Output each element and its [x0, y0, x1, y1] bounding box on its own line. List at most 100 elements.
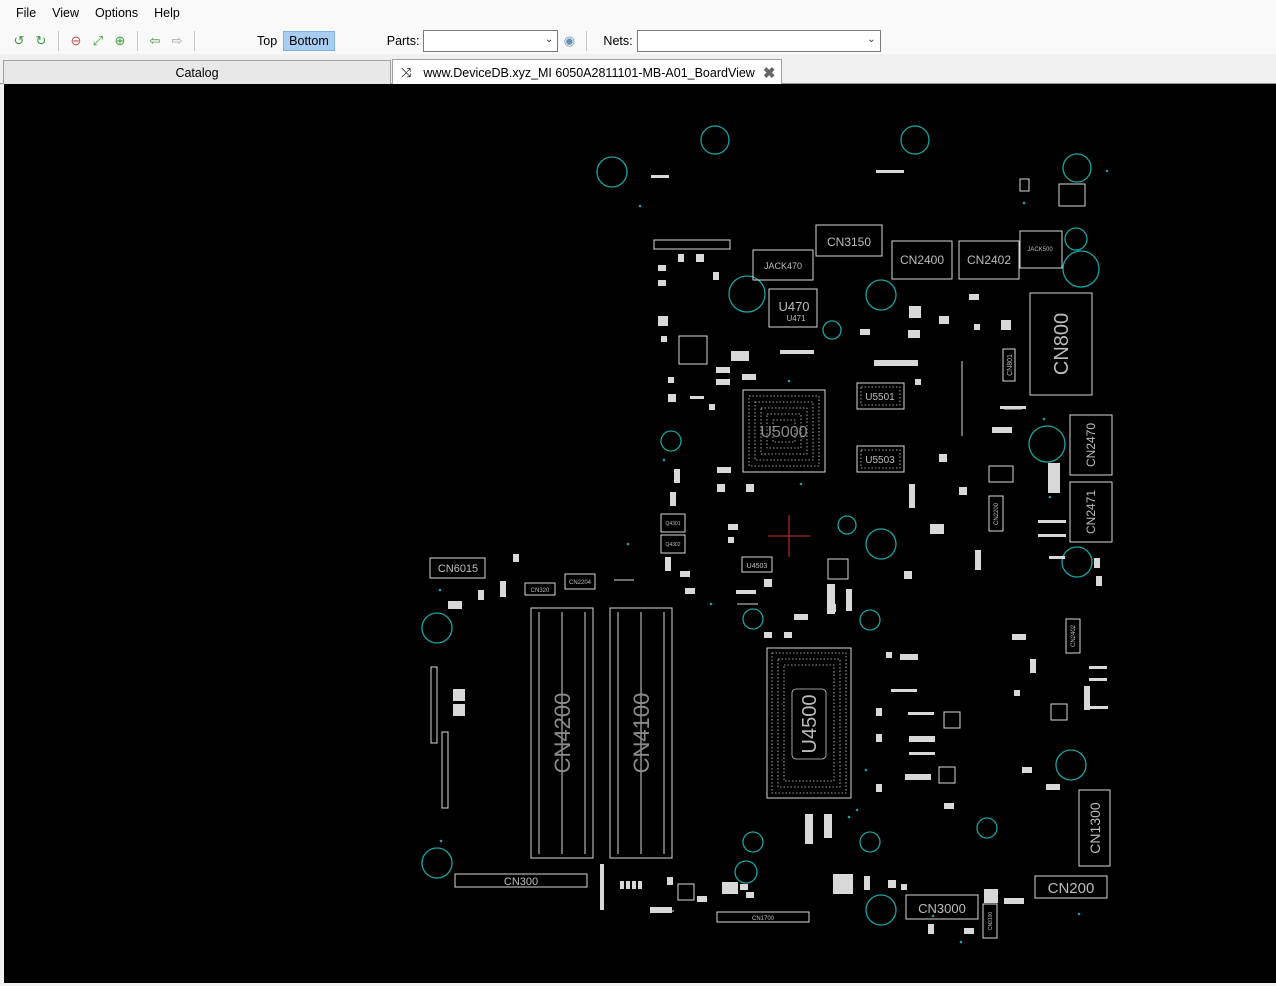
menu-bar: File View Options Help [0, 0, 1276, 27]
via-dots [438, 169, 1109, 944]
forward-arrow-icon[interactable]: ⇨ [171, 32, 183, 48]
ic-small [678, 335, 708, 365]
tab-strip: Catalog ⤨ www.DeviceDB.xyz_MI 6050A28111… [0, 54, 1276, 85]
parts-label: Parts: [386, 33, 420, 48]
tab-catalog[interactable]: Catalog [3, 60, 391, 84]
back-arrow-icon[interactable]: ⇦ [149, 32, 161, 48]
menu-view[interactable]: View [52, 6, 80, 20]
nets-combo[interactable]: ⌄ [636, 29, 881, 52]
mounting-hole [742, 608, 764, 630]
mounting-hole [859, 609, 881, 631]
menu-file[interactable]: File [16, 6, 37, 20]
u5000-ball-grid [748, 395, 820, 467]
ic-small [1019, 178, 1030, 192]
u5000-outline [742, 389, 826, 473]
component-outlines [429, 178, 1113, 939]
rotate-right-icon[interactable]: ↻ [35, 32, 47, 48]
cn2204-outline [564, 573, 596, 590]
label-cn2200: CN2200 [994, 502, 1000, 525]
mounting-hole [728, 275, 766, 313]
zoom-in-icon[interactable]: ⊕ [114, 32, 126, 48]
zoom-out-icon[interactable]: ⊖ [70, 32, 82, 48]
chevron-down-icon: ⌄ [867, 33, 876, 45]
label-cn2204: CN2204 [569, 580, 592, 586]
mounting-hole [421, 847, 453, 879]
cn801-outline [1002, 348, 1016, 382]
ic-small [943, 711, 961, 729]
toolbar-separator [194, 30, 195, 51]
cn1700-outline [716, 911, 810, 923]
cn6015-outline [429, 557, 486, 579]
label-q4301: Q4301 [665, 521, 680, 527]
mounting-hole [1055, 749, 1087, 781]
mounting-hole [1062, 250, 1100, 288]
side-bottom-button[interactable]: Bottom [283, 30, 335, 51]
mounting-hole [660, 430, 682, 452]
ic-small [677, 883, 695, 901]
cn800-outline [1029, 292, 1093, 396]
tab-boardview[interactable]: ⤨ www.DeviceDB.xyz_MI 6050A2811101-MB-A0… [392, 59, 782, 85]
label-cn4200: CN4200 [550, 693, 575, 774]
mounting-hole [865, 279, 897, 311]
label-u5000: U5000 [760, 424, 807, 441]
u470-outline [768, 288, 818, 328]
mounting-hole [421, 612, 453, 644]
mounting-hole [859, 831, 881, 853]
label-cn300: CN300 [504, 876, 538, 888]
label-cn6015: CN6015 [438, 563, 478, 575]
jack470-outline [752, 249, 814, 281]
mounting-hole [1061, 546, 1093, 578]
label-u471: U471 [786, 314, 806, 323]
small-pads [448, 170, 1108, 934]
mounting-hole [822, 320, 842, 340]
mounting-hole [596, 156, 628, 188]
toolbar-separator [586, 30, 588, 51]
cn2200-outline [988, 495, 1004, 532]
nets-label: Nets: [603, 33, 633, 48]
ic-small [938, 766, 956, 784]
menu-help[interactable]: Help [154, 6, 180, 20]
label-jack470: JACK470 [764, 261, 802, 271]
rotate-left-icon[interactable]: ↺ [13, 32, 25, 48]
cn2400-outline [891, 240, 953, 280]
close-icon[interactable]: ✖ [762, 64, 776, 82]
ic-small [1050, 703, 1068, 721]
tab-boardview-label: www.DeviceDB.xyz_MI 6050A2811101-MB-A01_… [423, 65, 755, 80]
label-cn2402b: CN2402 [1071, 624, 1077, 647]
mounting-hole [1064, 227, 1088, 251]
cn3000-outline [905, 894, 979, 920]
mounting-hole [742, 831, 764, 853]
label-cn2402: CN2402 [967, 253, 1011, 267]
mounting-hole [1062, 153, 1092, 183]
cn4200-outline [530, 607, 594, 859]
ic-small [827, 558, 849, 580]
label-u5501: U5501 [865, 392, 895, 403]
cn2470-outline [1069, 414, 1113, 476]
menu-options[interactable]: Options [95, 6, 139, 20]
toolbar: ↺ ↻ ⊖ ⤢ ⊕ ⇦ ⇨ Top Bottom Parts: ⌄ ◉ Nets… [0, 27, 1276, 54]
lightbulb-icon[interactable]: ◉ [563, 32, 576, 48]
shuffle-icon: ⤨ [401, 64, 412, 80]
q4302-outline [660, 534, 686, 554]
parts-combo[interactable]: ⌄ [423, 29, 559, 52]
zoom-fit-icon[interactable]: ⤢ [92, 32, 104, 48]
label-jack500: JACK500 [1027, 247, 1053, 253]
q4301-outline [660, 513, 686, 533]
jack500-outline [1019, 230, 1063, 269]
cn3100-outline [982, 903, 998, 939]
mounting-hole [865, 894, 897, 926]
label-u4503: U4503 [747, 563, 768, 570]
mounting-hole [900, 125, 930, 155]
label-q4302: Q4302 [665, 542, 680, 548]
label-cn800: CN800 [1051, 313, 1073, 375]
cn2402-outline [958, 240, 1020, 280]
label-cn4100: CN4100 [629, 693, 654, 774]
tab-catalog-label: Catalog [175, 65, 219, 80]
ic-small [988, 465, 1014, 483]
cn2402b-outline [1065, 618, 1081, 654]
cn1300-outline [1078, 789, 1111, 867]
label-cn2400: CN2400 [900, 253, 944, 267]
side-top-button[interactable]: Top [257, 33, 278, 48]
component-labels: CN3150 CN2400 CN2402 JACK500 JACK470 U47… [438, 235, 1103, 930]
board-canvas[interactable]: CN3150 CN2400 CN2402 JACK500 JACK470 U47… [4, 84, 1276, 983]
